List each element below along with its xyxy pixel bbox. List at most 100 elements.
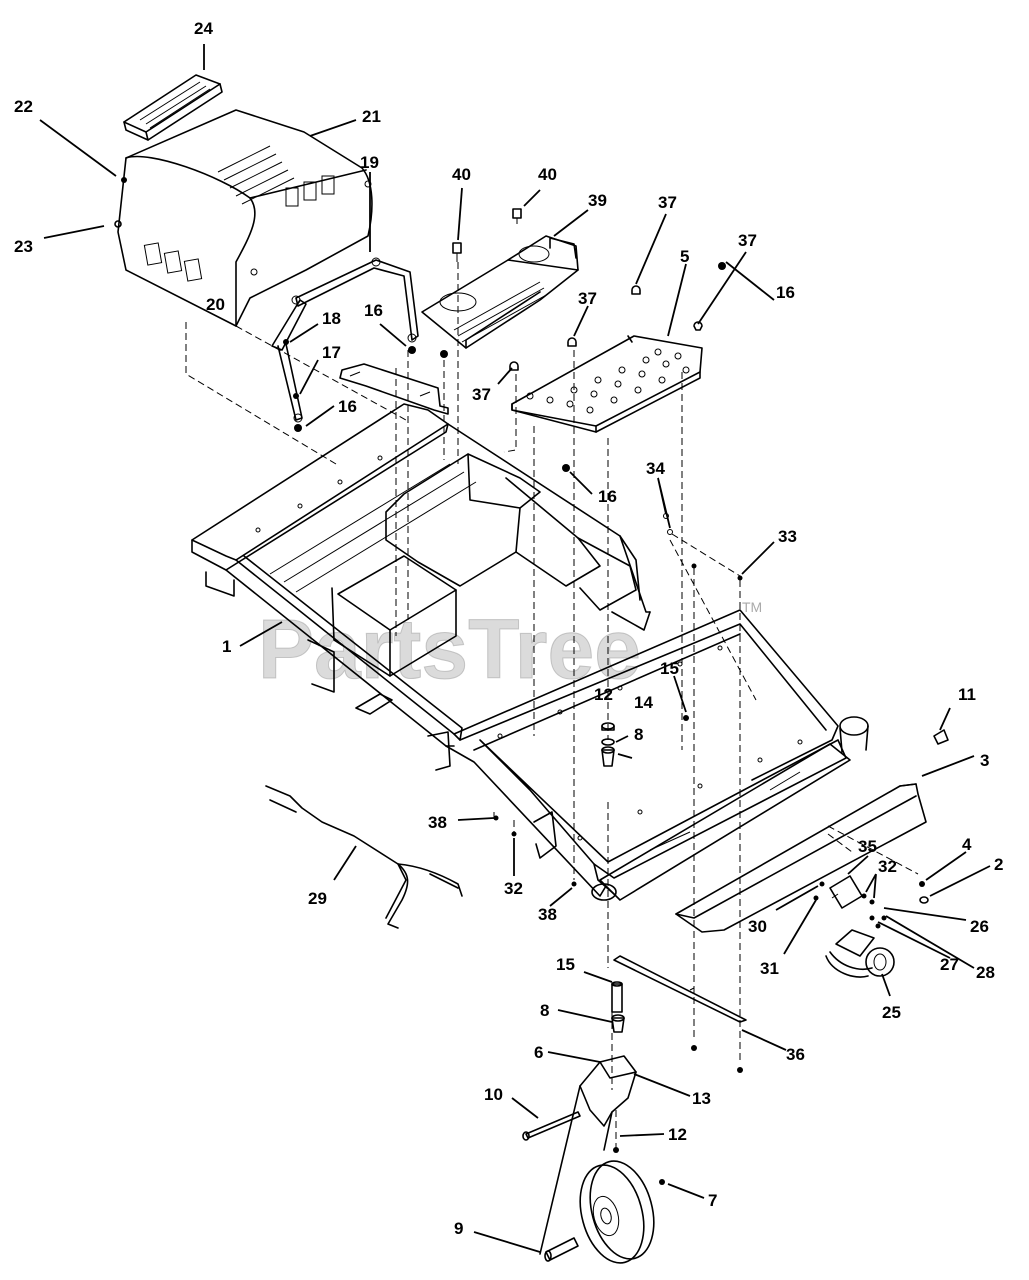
label-part-16-c: 16: [776, 283, 795, 302]
bracket-part-35: [829, 875, 863, 909]
nut-part-2: [919, 896, 929, 904]
nut-part-16-a: [294, 424, 302, 432]
bolt-center: [440, 350, 448, 358]
caster-wheel: [579, 1160, 655, 1264]
bolt-part-30: [819, 881, 825, 887]
bolt-part-26: [869, 915, 875, 921]
label-part-26: 26: [970, 917, 989, 936]
label-part-15-b: 15: [556, 955, 575, 974]
label-part-16-a: 16: [338, 397, 357, 416]
label-part-12-a: 12: [594, 685, 613, 704]
watermark-trademark: TM: [742, 599, 762, 615]
label-part-9: 9: [454, 1219, 463, 1238]
nut-part-7: [659, 1179, 665, 1185]
label-part-20: 20: [206, 295, 225, 314]
nut-part-16-b: [408, 346, 416, 354]
nut-part-32-c: [511, 831, 517, 837]
label-part-38-a: 38: [428, 813, 447, 832]
label-part-10: 10: [484, 1085, 503, 1104]
label-part-35: 35: [858, 837, 877, 856]
label-part-28: 28: [976, 963, 995, 982]
nut-part-12: [613, 1147, 619, 1153]
shaft-part-36: [613, 955, 747, 1023]
caster-fork-part-6: [539, 1055, 637, 1255]
label-part-40-b: 40: [538, 165, 557, 184]
leader-lines: [39, 44, 991, 1253]
washer-part-4: [919, 881, 925, 887]
screw-part-23: [114, 220, 122, 228]
watermark-text: PartsTree: [258, 602, 641, 696]
label-part-36: 36: [786, 1045, 805, 1064]
bushing-part-8: [611, 1014, 625, 1033]
label-part-34: 34: [646, 459, 665, 478]
label-part-32-a: 32: [878, 857, 897, 876]
label-part-31: 31: [760, 959, 779, 978]
label-part-30: 30: [748, 917, 767, 936]
nut-part-32-b: [869, 899, 875, 905]
seat-bracket: [339, 363, 449, 415]
bolt-part-33: [737, 575, 743, 581]
control-panel-part-39: [421, 235, 579, 349]
bolt-part-33-b: [691, 563, 697, 569]
nut-part-38-a: [493, 815, 499, 821]
bolt-part-27: [875, 923, 881, 929]
label-part-14: 14: [634, 693, 653, 712]
label-part-3: 3: [980, 751, 989, 770]
main-frame-part-1: [191, 403, 869, 901]
roller-part-25: [825, 929, 895, 978]
label-part-39: 39: [588, 191, 607, 210]
assembly-lines: [185, 262, 919, 1150]
nut-part-38-b: [571, 881, 577, 887]
screw-part-37-set: [509, 285, 703, 371]
bolt-part-36-b: [737, 1067, 743, 1073]
label-part-27: 27: [940, 955, 959, 974]
label-part-29: 29: [308, 889, 327, 908]
harness-part-29: [265, 785, 463, 929]
label-part-16-d: 16: [598, 487, 617, 506]
label-part-40-a: 40: [452, 165, 471, 184]
cover-part-21: [117, 109, 373, 327]
label-part-37-a: 37: [658, 193, 677, 212]
label-part-6: 6: [534, 1043, 543, 1062]
washer-part-28: [881, 915, 887, 921]
label-part-32-b: 32: [504, 879, 523, 898]
label-part-23: 23: [14, 237, 33, 256]
label-part-7: 7: [708, 1191, 717, 1210]
label-part-33: 33: [778, 527, 797, 546]
bolt-part-40-b: [512, 208, 522, 224]
label-part-25: 25: [882, 1003, 901, 1022]
callout-labels: 24 21 22 23 19 20 18 17 16 16 40 40 39 3…: [14, 19, 1003, 1238]
label-part-16-b: 16: [364, 301, 383, 320]
bolt-part-18: [283, 339, 289, 345]
label-part-17: 17: [322, 343, 341, 362]
label-part-5: 5: [680, 247, 689, 266]
label-part-24: 24: [194, 19, 213, 38]
axle-bolt-part-10: [522, 1111, 581, 1141]
label-part-4: 4: [962, 835, 972, 854]
wheel-spacer-part-9: [544, 1237, 579, 1262]
label-part-8-a: 8: [634, 725, 643, 744]
label-part-13: 13: [692, 1089, 711, 1108]
bolt-part-31: [813, 895, 819, 901]
spindle-part-15: [611, 981, 623, 1013]
label-part-2: 2: [994, 855, 1003, 874]
label-part-1: 1: [222, 637, 231, 656]
nut-part-16-c: [718, 262, 726, 270]
label-part-22: 22: [14, 97, 33, 116]
label-part-8-b: 8: [540, 1001, 549, 1020]
seat-link-part-19: [271, 257, 419, 423]
clip-part-11: [933, 729, 949, 745]
label-part-12-b: 12: [668, 1125, 687, 1144]
bolt-part-36-a: [691, 1045, 697, 1051]
nut-part-32-a: [861, 893, 867, 899]
bolt-part-40-a: [452, 242, 462, 262]
bushing-stack: [601, 722, 615, 767]
label-part-37-c: 37: [578, 289, 597, 308]
label-part-19: 19: [360, 153, 379, 172]
top-panel-part-24: [123, 74, 223, 141]
bolt-part-17: [293, 393, 299, 399]
label-part-37-b: 37: [738, 231, 757, 250]
bumper-part-3: [675, 783, 927, 933]
bolt-part-22: [121, 177, 127, 183]
